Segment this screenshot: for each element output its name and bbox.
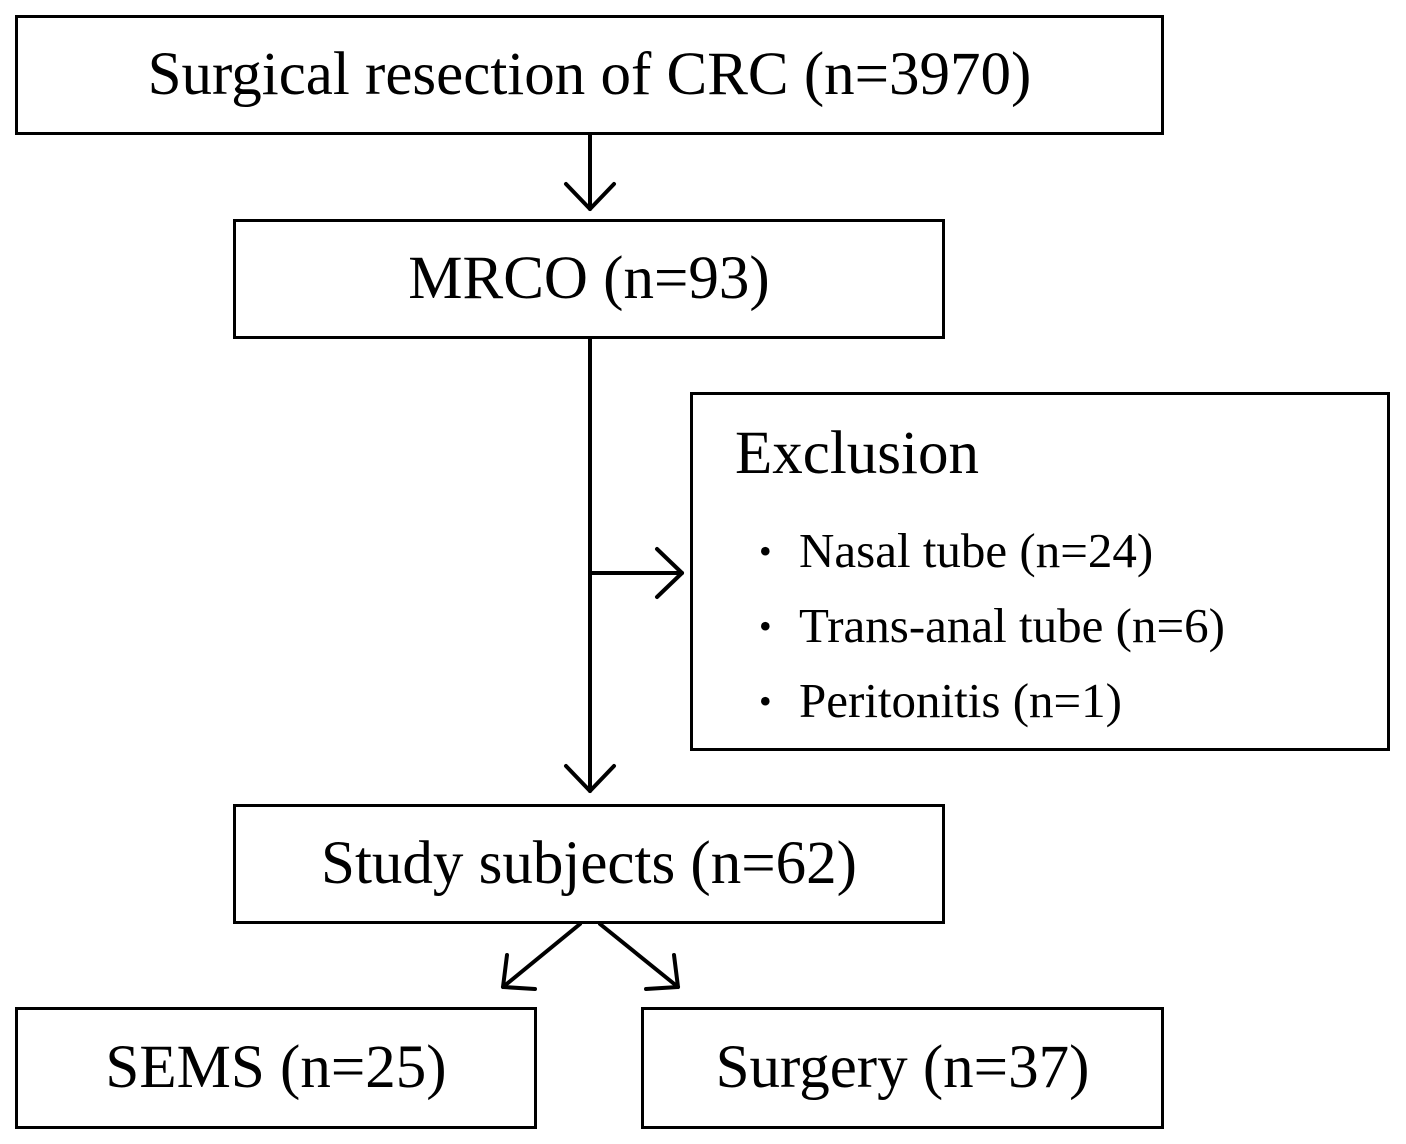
sems-label: SEMS (n=25) <box>105 1034 447 1101</box>
study-subjects-box: Study subjects (n=62) <box>233 804 945 924</box>
arrow-to-exclusion-head <box>655 547 684 599</box>
exclusion-item-label: Peritonitis (n=1) <box>799 673 1122 728</box>
bullet-icon: • <box>759 680 772 721</box>
bullet-icon: • <box>759 605 772 646</box>
arrow-resection-to-mrco-head <box>564 182 616 211</box>
exclusion-item-peritonitis: • Peritonitis (n=1) <box>759 663 1225 738</box>
arrow-mrco-to-study-head <box>564 764 616 793</box>
exclusion-title: Exclusion <box>735 420 979 487</box>
exclusion-item-nasal-tube: • Nasal tube (n=24) <box>759 513 1225 588</box>
exclusion-item-label: Nasal tube (n=24) <box>799 523 1154 578</box>
exclusion-box: Exclusion • Nasal tube (n=24) • Trans-an… <box>690 392 1390 751</box>
arrow-study-to-sems-head <box>501 953 537 991</box>
exclusion-item-label: Trans-anal tube (n=6) <box>799 598 1225 653</box>
bullet-icon: • <box>759 530 772 571</box>
exclusion-item-trans-anal-tube: • Trans-anal tube (n=6) <box>759 588 1225 663</box>
resection-label: Surgical resection of CRC (n=3970) <box>147 41 1032 108</box>
mrco-box: MRCO (n=93) <box>233 219 945 339</box>
surgery-label: Surgery (n=37) <box>715 1034 1090 1101</box>
mrco-label: MRCO (n=93) <box>408 245 770 312</box>
sems-box: SEMS (n=25) <box>15 1007 537 1129</box>
arrow-study-to-surgery-head <box>644 953 680 991</box>
exclusion-list: • Nasal tube (n=24) • Trans-anal tube (n… <box>759 513 1225 738</box>
surgery-box: Surgery (n=37) <box>641 1007 1164 1129</box>
resection-box: Surgical resection of CRC (n=3970) <box>15 15 1164 135</box>
arrow-study-to-surgery <box>598 922 680 989</box>
study-subjects-label: Study subjects (n=62) <box>321 830 857 897</box>
arrow-study-to-sems <box>501 922 582 989</box>
